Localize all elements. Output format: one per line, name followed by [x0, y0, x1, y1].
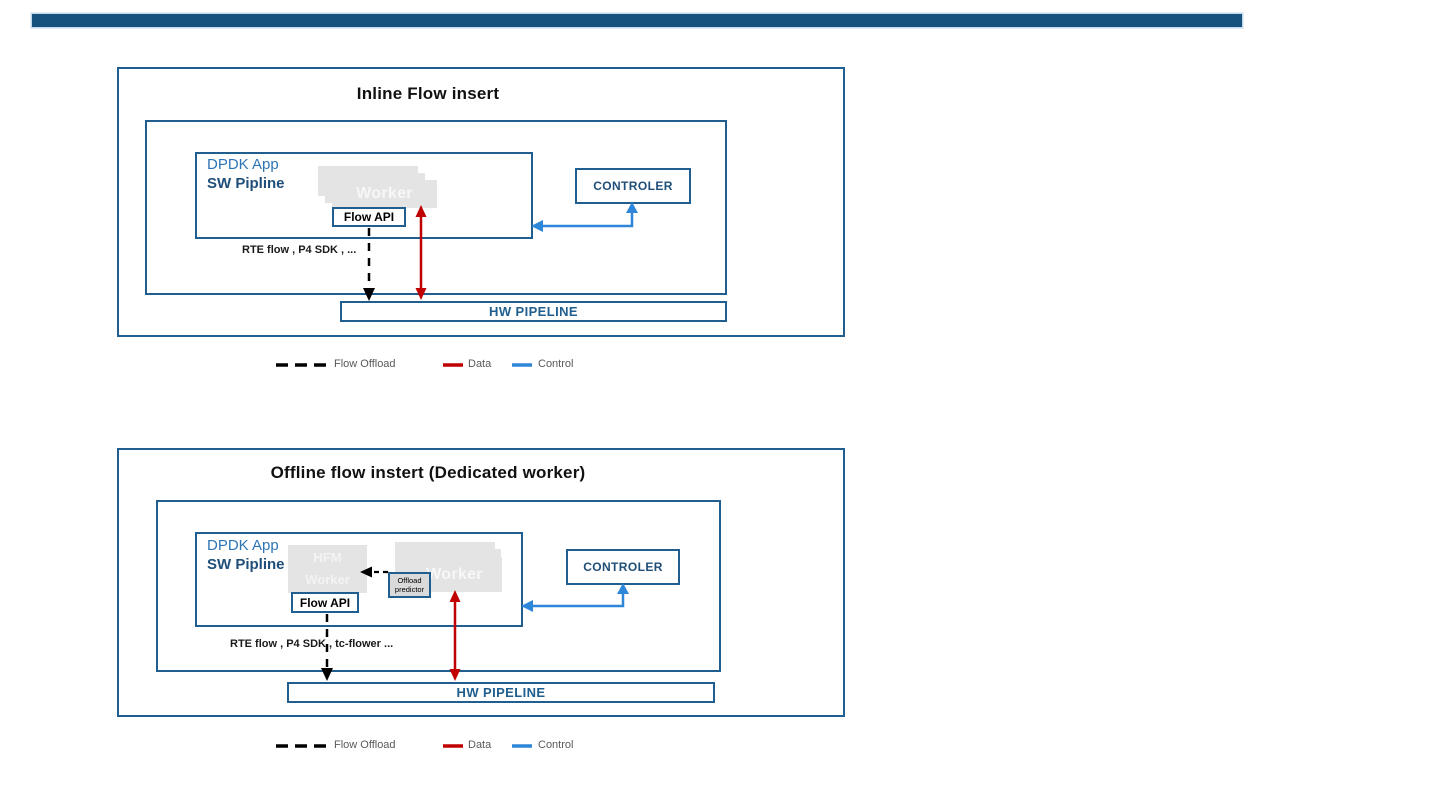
legend-control-label: Control	[538, 739, 574, 751]
hw-pipeline-label: HW PIPELINE	[456, 685, 546, 700]
worker-label: Worker	[356, 185, 413, 202]
legend-flow-offload-label: Flow Offload	[334, 739, 396, 751]
diagram1-dpdk-app-box	[195, 152, 533, 239]
control-line-icon	[512, 744, 532, 748]
data-arrow	[449, 590, 461, 681]
diagram2-sw-pipeline-label: SW Pipline	[207, 556, 285, 573]
diagram2-dpdk-app-box	[195, 532, 523, 627]
flow-api-label: Flow API	[299, 595, 351, 610]
diagram1-inner-box	[145, 120, 727, 295]
control-arrow	[521, 583, 629, 612]
worker-label: Worker	[426, 565, 483, 583]
diagram2-flow-api-box: Flow API	[291, 592, 359, 613]
diagram1-dpdk-app-label: DPDK App	[207, 156, 279, 173]
data-arrow	[415, 205, 427, 300]
hw-pipeline-label: HW PIPELINE	[489, 304, 578, 319]
legend-data-label: Data	[468, 358, 492, 370]
controller-label: CONTROLER	[593, 179, 673, 193]
diagram1-sw-pipeline-label: SW Pipline	[207, 175, 285, 192]
diagram1-controller-box: CONTROLER	[575, 168, 691, 204]
diagram2-inner-box	[156, 500, 721, 672]
diagram1-outer-box	[117, 67, 845, 337]
diagram2-outer-box	[117, 448, 845, 717]
offload-predictor-box: Offload predictor	[388, 572, 431, 598]
controller-label: CONTROLER	[583, 560, 663, 574]
diagram2-hw-pipeline-box: HW PIPELINE	[287, 682, 715, 703]
control-arrow	[531, 202, 638, 232]
legend-flow-offload-label: Flow Offload	[334, 358, 396, 370]
hfm-worker-card: HFM Worker	[288, 545, 367, 593]
diagram1-hw-pipeline-box: HW PIPELINE	[340, 301, 727, 322]
hfm-worker-line2: Worker	[305, 572, 350, 587]
diagram2-controller-box: CONTROLER	[566, 549, 680, 585]
predictor-offload-arrow	[360, 566, 388, 578]
flow-offload-dash-icon	[276, 744, 326, 748]
flow-api-label: Flow API	[343, 210, 395, 224]
diagram1-title: Inline Flow insert	[356, 84, 500, 103]
flow-offload-arrow	[363, 228, 375, 301]
worker-card-front: Worker	[332, 180, 437, 208]
control-line-icon	[512, 363, 532, 367]
flow-offload-arrow	[321, 614, 333, 681]
offload-predictor-line2: predictor	[394, 585, 425, 594]
diagram2-dpdk-app-label: DPDK App	[207, 537, 279, 554]
diagram1-api-note: RTE flow , P4 SDK , ...	[242, 244, 357, 256]
hfm-worker-line1: HFM	[313, 550, 342, 565]
data-line-icon	[443, 363, 463, 367]
diagram2-title: Offline flow instert (Dedicated worker)	[270, 463, 586, 482]
legend-control-label: Control	[538, 358, 574, 370]
diagram2-api-note: RTE flow , P4 SDK , tc-flower ...	[230, 638, 394, 650]
top-accent-bar	[32, 14, 1242, 27]
offload-predictor-line1: Offload	[397, 575, 422, 585]
data-line-icon	[443, 744, 463, 748]
legend-data-label: Data	[468, 739, 492, 751]
flow-offload-dash-icon	[276, 363, 326, 367]
diagram1-flow-api-box: Flow API	[332, 207, 406, 227]
